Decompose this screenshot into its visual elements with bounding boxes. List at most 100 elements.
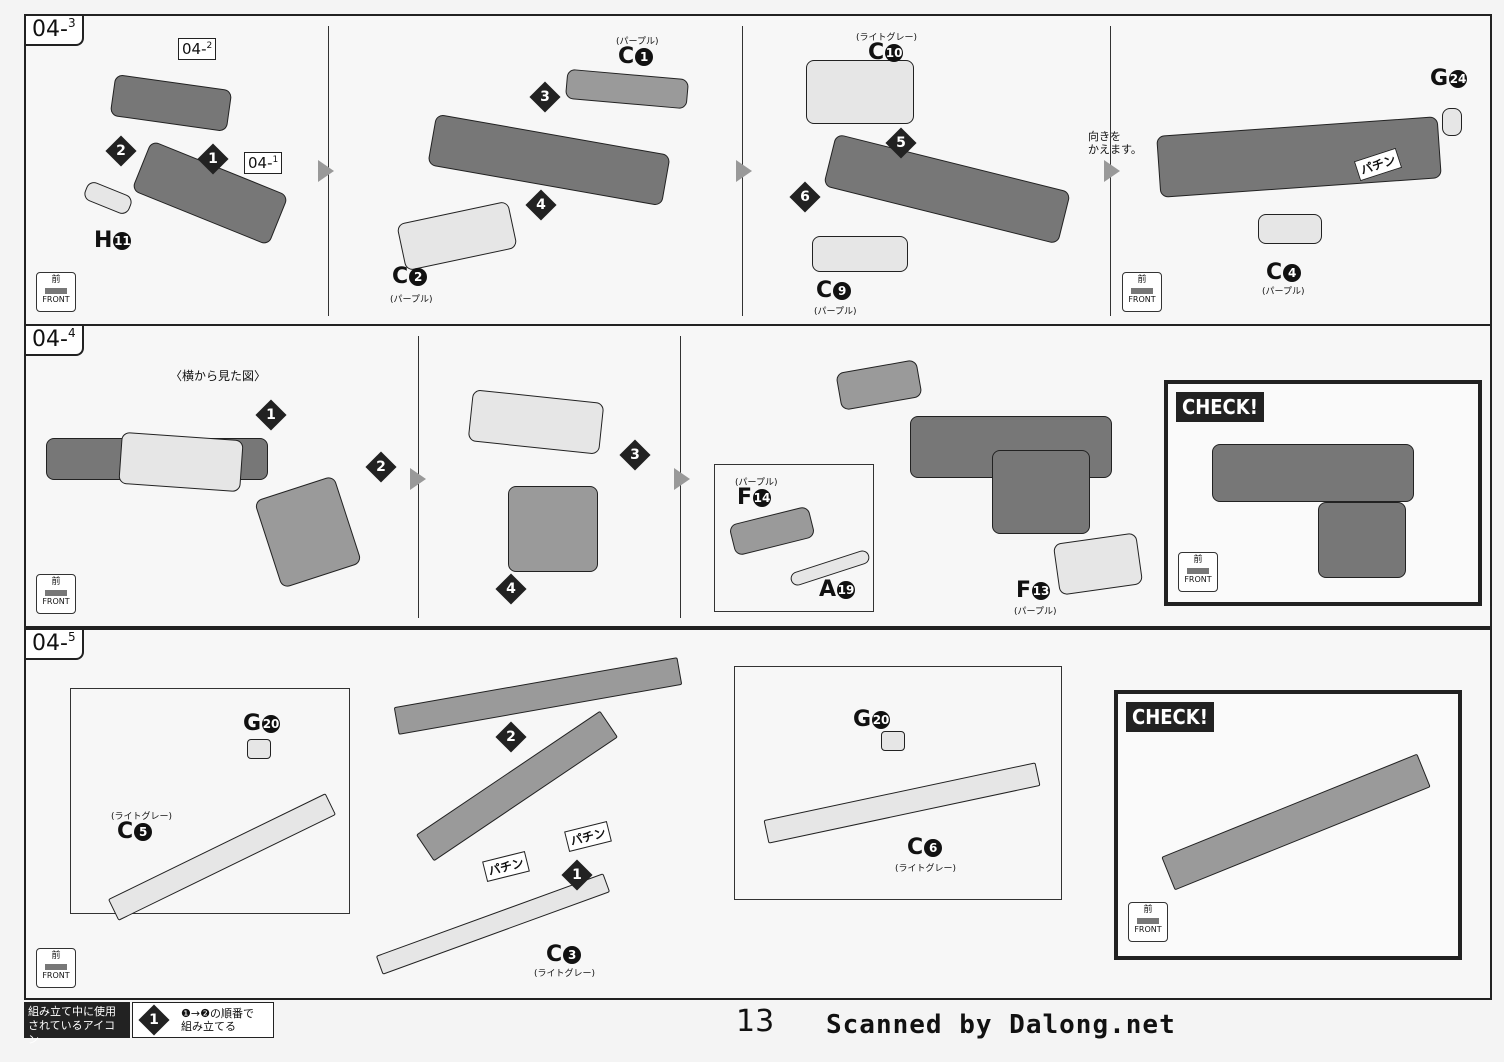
part-letter: C — [1266, 260, 1283, 285]
front-en: FRONT — [42, 597, 70, 606]
part-h11 — [82, 179, 134, 217]
part-note: (ライトグレー) — [111, 812, 173, 822]
next-step-arrow-icon — [1104, 160, 1120, 182]
front-arrow-icon — [1131, 288, 1153, 294]
arm-upper-part — [109, 73, 233, 133]
scan-credit: Scanned by Dalong.net — [826, 1010, 1176, 1040]
part-letter: F — [1016, 578, 1032, 603]
step-number: 4 — [536, 197, 546, 213]
part-g24 — [1442, 108, 1462, 136]
thruster-part — [992, 450, 1090, 534]
part-letter: G — [1430, 66, 1449, 91]
ref-sub: 2 — [206, 41, 213, 51]
section-sub: 3 — [67, 16, 76, 30]
check-label: CHECK! — [1176, 392, 1264, 422]
front-arrow-icon — [45, 288, 67, 294]
part-letter: A — [819, 577, 837, 602]
part-number: 20 — [262, 715, 281, 733]
part-g20 — [247, 739, 271, 759]
front-direction-badge: 前 FRONT — [36, 272, 76, 312]
part-note: (パープル) — [616, 37, 659, 47]
icon-legend-step: 1 ❶→❷の順番で 組み立てる — [132, 1002, 274, 1038]
part-c4 — [1258, 214, 1322, 244]
step-marker: 2 — [365, 451, 397, 483]
front-arrow-icon — [45, 964, 67, 970]
snap-sound-label: パチン — [564, 820, 612, 853]
part-number: 9 — [833, 282, 852, 300]
front-ja: 前 — [1193, 555, 1203, 565]
step-number: 4 — [506, 581, 516, 597]
part-note: (ライトグレー) — [534, 969, 596, 979]
step-marker: 1 — [255, 399, 287, 431]
front-en: FRONT — [1134, 925, 1162, 934]
step-number: 6 — [800, 189, 810, 205]
front-en: FRONT — [42, 295, 70, 304]
part-number: 24 — [1449, 70, 1468, 88]
section-label: 04-3 — [26, 16, 84, 46]
ref-id: 04 — [248, 154, 268, 172]
step-marker: 6 — [789, 181, 821, 213]
part-letter: C — [868, 40, 885, 65]
next-step-arrow-icon — [674, 468, 690, 490]
part-letter: C — [816, 278, 833, 303]
part-letter: F — [737, 485, 753, 510]
part-g20 — [881, 731, 905, 751]
part-c2 — [396, 200, 518, 272]
step-number: 3 — [630, 447, 640, 463]
part-number: 4 — [1283, 264, 1302, 282]
part-number: 6 — [924, 839, 943, 857]
part-number: 13 — [1032, 582, 1051, 600]
part-c9 — [812, 236, 908, 272]
section-id: 04 — [32, 631, 60, 656]
part-note: (パープル) — [1262, 287, 1305, 297]
part-note: (ライトグレー) — [895, 864, 957, 874]
front-arrow-icon — [1187, 568, 1209, 574]
part-note: (パープル) — [390, 295, 433, 305]
part-number: 11 — [113, 232, 132, 250]
side-view-caption: 〈横から見た図〉 — [170, 369, 267, 383]
part-number: 20 — [872, 711, 891, 729]
step-marker: 1 — [561, 859, 593, 891]
turn-note: 向きをかえます。 — [1088, 130, 1142, 156]
step-number: 2 — [376, 459, 386, 475]
legend-text: ❶→❷の順番で 組み立てる — [181, 1007, 254, 1033]
part-letter: C — [618, 44, 635, 69]
step-number: 3 — [540, 89, 550, 105]
step-marker: 1 — [138, 1004, 170, 1036]
part-number: 1 — [635, 48, 654, 66]
ref-id: 04 — [182, 40, 202, 58]
arm-assembly-part — [823, 133, 1071, 245]
section-sub: 5 — [67, 630, 76, 644]
page-number: 13 — [736, 1004, 775, 1039]
icon-legend-label: 組み立て中に使用 されているアイコン — [24, 1002, 130, 1046]
next-step-arrow-icon — [318, 160, 334, 182]
front-ja: 前 — [51, 275, 61, 285]
arm-assembly-part — [427, 113, 671, 207]
front-ja: 前 — [1137, 275, 1147, 285]
ref-sub: 1 — [272, 155, 279, 165]
step-number: 5 — [896, 135, 906, 151]
wing-assembled-part — [1161, 753, 1431, 891]
part-reference-tag: 04-2 — [178, 38, 217, 60]
section-id: 04 — [32, 17, 60, 42]
thruster-part — [1318, 502, 1406, 578]
part-number: 19 — [837, 581, 856, 599]
